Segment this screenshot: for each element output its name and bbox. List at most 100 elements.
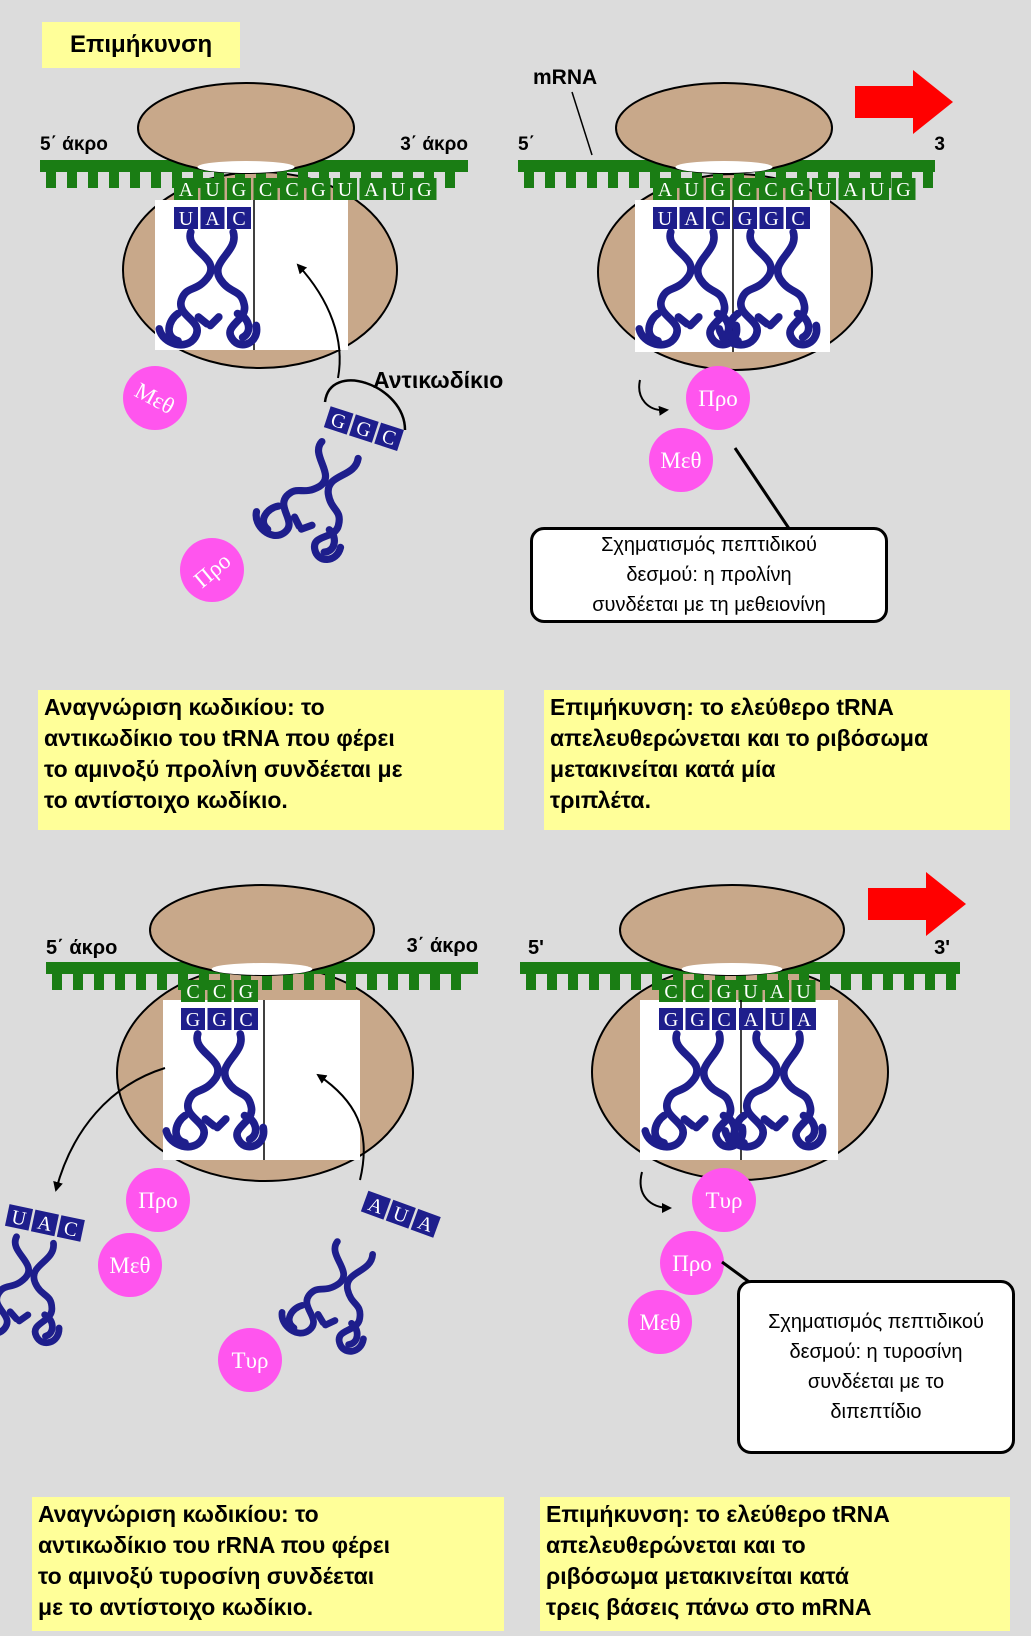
codon-base-letter: A [770,981,785,1003]
mrna-base-tooth [67,172,77,188]
anticodon-base-letter: G [690,1009,704,1031]
trna-strand [335,1251,376,1355]
trna-strand [311,454,362,563]
anticodon-base-box [759,207,784,229]
ribosome-opening [197,161,295,173]
mrna-base-tooth [109,172,119,188]
trna-loop [172,1111,260,1147]
codon-base-box [812,178,836,200]
trna-strand [721,1030,781,1151]
codon-base-letter: C [259,179,272,201]
caption-elongation-three-bases: Επιμήκυνση: το ελεύθερο tRNA απελευθερών… [540,1497,1010,1631]
codon-base-letter: A [179,179,194,201]
anticodon-base-box [659,1008,683,1030]
anticodon-base-letter: U [658,208,673,230]
trna-loop [259,502,338,556]
anticodon-base-box [349,414,379,443]
codon-base-letter: G [896,179,910,201]
anticodon-base-box [234,1008,258,1030]
mrna-base-tooth [923,172,933,188]
mrna-base-tooth [346,974,356,990]
anticodon-base-letter: A [797,1009,812,1031]
anticodon-base-letter: A [205,208,220,230]
trna-loop [725,309,813,345]
codon-base-letter: G [711,179,725,201]
anticodon-base-letter: C [239,1009,252,1031]
ribosome-tunnel-site [254,200,348,350]
anticodon-base-letter: C [379,425,398,450]
mrna-base-tooth [46,172,56,188]
mrna-base-tooth [862,974,872,990]
mrna-base-tooth [283,974,293,990]
anticodon-base-box [410,1208,441,1238]
mrna-base-tooth [526,974,536,990]
callout-peptide-bond-proline: Σχηματισμός πεπτιδικού δεσμού: η προλίνη… [530,527,888,623]
anticodon-base-box [792,1008,816,1030]
codon-base-box [181,980,205,1002]
five-prime-end-label: 5΄ άκρο [46,937,117,959]
trna-strand [635,228,695,349]
anticodon-base-letter: A [35,1212,54,1237]
codon-base-box [712,980,736,1002]
anticodon-base-box [360,1190,391,1220]
amino-acid-label: Προ [138,1188,178,1213]
amino-acid-ball [628,1290,692,1354]
mrna-base-tooth [367,974,377,990]
codon-base-letter: A [364,179,379,201]
codon-base-letter: G [417,179,431,201]
anticodon-base-box [200,207,225,229]
trna-loop [285,1302,361,1349]
anticodon-base-letter: U [9,1206,28,1231]
trna-loop [0,1302,56,1340]
trna-strand [221,1030,268,1151]
mrna-base-tooth [94,974,104,990]
mrna-base-tooth [820,974,830,990]
mrna-base-tooth [883,974,893,990]
anticodon-base-box [786,207,810,229]
trna-strand [252,437,330,539]
anticodon-base-letter: C [711,208,724,230]
amino-acid-ball [123,366,187,430]
codon-base-letter: G [311,179,325,201]
anticodon-base-box [685,1008,710,1030]
ribosome-small-subunit [137,82,355,174]
mrna-base-tooth [631,974,641,990]
trna-molecule [155,228,261,349]
codon-base-box [333,178,357,200]
anticodon-base-letter: U [179,208,194,230]
codon-base-letter: C [764,179,777,201]
anticodon-base-box [323,406,354,435]
five-prime-end-label: 5΄ άκρο [40,134,108,155]
mrna-base-tooth [430,974,440,990]
trna-strand [162,1030,222,1151]
anticodon-base-box [174,207,198,229]
trna-strand [715,228,775,349]
mrna-base-tooth [157,974,167,990]
mrna-base-tooth [115,974,125,990]
anticodon-label: Αντικωδίκιο [373,367,503,393]
codon-base-box [280,178,304,200]
codon-base-letter: G [232,179,246,201]
trna-loop [731,1111,819,1147]
codon-base-box [207,980,232,1002]
direction-arrow [855,70,953,134]
amino-acid-label: Προ [672,1251,712,1276]
trna-molecule [715,228,821,349]
ribosome-small-subunit [619,884,845,976]
mrna-base-tooth [388,974,398,990]
mrna-base-tooth [566,172,576,188]
codon-base-box [685,980,710,1002]
trna-strand [774,228,821,349]
release-arrow [53,1067,166,1192]
five-prime-end-label: 5΄ [518,134,535,155]
codon-base-letter: U [391,179,406,201]
three-prime-end-label: 3΄ άκρο [407,935,478,957]
mrna-base-tooth [946,974,956,990]
codon-base-letter: C [664,981,677,1003]
codon-base-box [706,178,730,200]
amino-acid-label: Τυρ [706,1188,743,1213]
codon-base-box [865,178,889,200]
